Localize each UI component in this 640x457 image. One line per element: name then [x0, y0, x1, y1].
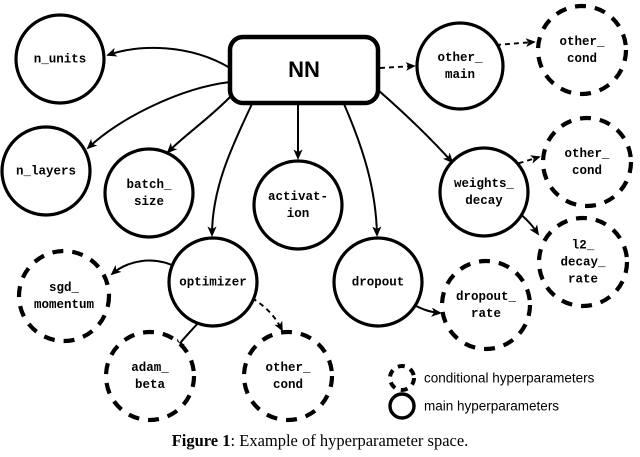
node-label-line: ion	[287, 207, 310, 221]
caption-label: Figure 1	[171, 431, 231, 450]
node-label-line: main	[445, 68, 475, 82]
node-n_units[interactable]: n_units	[14, 13, 106, 105]
node-label-line: dropout_	[456, 290, 517, 304]
node-other_main[interactable]: other_main	[415, 21, 505, 111]
figure-caption: Figure 1: Example of hyperparameter spac…	[0, 431, 640, 451]
legend-dashed-circle-icon	[388, 364, 416, 392]
node-label-line: sgd_	[49, 281, 80, 295]
node-label-line: other_	[564, 147, 610, 161]
node-dropout[interactable]: dropout	[332, 236, 424, 328]
node-label-line: other_	[265, 361, 311, 375]
node-other_cond_3[interactable]: other_cond	[241, 329, 335, 423]
node-label-line: decay	[465, 194, 503, 208]
node-label-line: weights_	[454, 177, 515, 191]
node-label-line: cond	[572, 164, 602, 178]
root-node-box	[227, 34, 381, 106]
main-node-circle	[415, 21, 505, 111]
legend-solid-circle-icon	[388, 392, 416, 420]
node-activation[interactable]: activat-ion	[252, 159, 344, 251]
node-adam_beta[interactable]: adam_beta	[103, 329, 197, 423]
edge-nn-to-optimizer	[207, 103, 253, 237]
node-other_cond_1[interactable]: other_cond	[535, 3, 629, 97]
node-label-line: cond	[273, 378, 303, 392]
edge-optimizer-to-sgd_momentum	[110, 259, 179, 276]
node-label-line: adam_	[131, 361, 169, 375]
main-node-circle	[332, 236, 424, 328]
legend-item-conditional: conditional hyperparameters	[388, 364, 595, 392]
legend: conditional hyperparameters main hyperpar…	[388, 364, 595, 420]
edge-other_main-to-other_cond_1	[495, 38, 536, 47]
node-label-line: size	[134, 195, 164, 209]
node-weights_decay[interactable]: weights_decay	[438, 146, 530, 238]
edge-nn-to-other_main	[379, 62, 416, 71]
root-node-label: NN	[288, 57, 320, 82]
conditional-node-circle	[439, 258, 533, 352]
node-label-line: l2_	[572, 238, 595, 252]
root-node-layer: NN	[227, 34, 381, 106]
node-n_layers[interactable]: n_layers	[0, 125, 92, 217]
caption-separator: :	[230, 431, 236, 450]
edge-nn-to-n_units	[106, 46, 231, 69]
node-label-line: momentum	[34, 298, 95, 312]
edge-nn-to-n_layers	[86, 81, 231, 150]
conditional-node-circle	[536, 215, 630, 309]
node-label-line: other_	[559, 35, 605, 49]
node-label-line: other_	[437, 51, 483, 65]
main-node-circle	[252, 159, 344, 251]
node-label-line: dropout	[352, 275, 405, 289]
legend-item-main: main hyperparameters	[388, 392, 559, 420]
node-label-line: optimizer	[179, 275, 247, 289]
edge-optimizer-to-other_cond_3	[251, 297, 283, 332]
main-node-circle	[167, 236, 259, 328]
node-label-line: beta	[135, 378, 166, 392]
conditional-node-circle	[241, 329, 335, 423]
edge-nn-to-weights_decay	[377, 89, 454, 164]
main-node-circle	[0, 125, 92, 217]
conditional-node-circle	[540, 115, 634, 209]
edge-nn-to-dropout	[343, 103, 382, 237]
node-l2_decay_rate[interactable]: l2_ decay_rate	[536, 215, 630, 309]
legend-label: conditional hyperparameters	[424, 371, 595, 386]
main-node-circle	[14, 13, 106, 105]
node-label-line: rate	[471, 307, 501, 321]
node-label-line: n_layers	[16, 164, 76, 178]
edge-dropout-to-dropout_rate	[413, 304, 442, 317]
conditional-node-circle	[103, 329, 197, 423]
node-label-line: decay_	[560, 255, 606, 269]
node-label-line: rate	[568, 272, 598, 286]
main-node-circle	[103, 147, 195, 239]
node-label-line: activat-	[268, 190, 328, 204]
caption-text: Example of hyperparameter space.	[239, 431, 469, 450]
node-dropout_rate[interactable]: dropout_rate	[439, 258, 533, 352]
legend-label: main hyperparameters	[424, 399, 559, 414]
node-label-line: cond	[567, 52, 597, 66]
node-label-line: n_units	[34, 52, 87, 66]
node-other_cond_2[interactable]: other_cond	[540, 115, 634, 209]
node-nn[interactable]: NN	[227, 34, 381, 106]
main-node-circle	[438, 146, 530, 238]
conditional-node-circle	[535, 3, 629, 97]
edge-nn-to-batch_size	[166, 94, 233, 154]
node-sgd_momentum[interactable]: sgd_ momentum	[16, 248, 112, 344]
node-batch_size[interactable]: batch_size	[103, 147, 195, 239]
nodes-layer: n_units n_layers batch_size activat-ion opti…	[0, 3, 634, 423]
conditional-node-circle	[16, 248, 112, 344]
node-optimizer[interactable]: optimizer	[167, 236, 259, 328]
node-label-line: batch_	[126, 178, 172, 192]
